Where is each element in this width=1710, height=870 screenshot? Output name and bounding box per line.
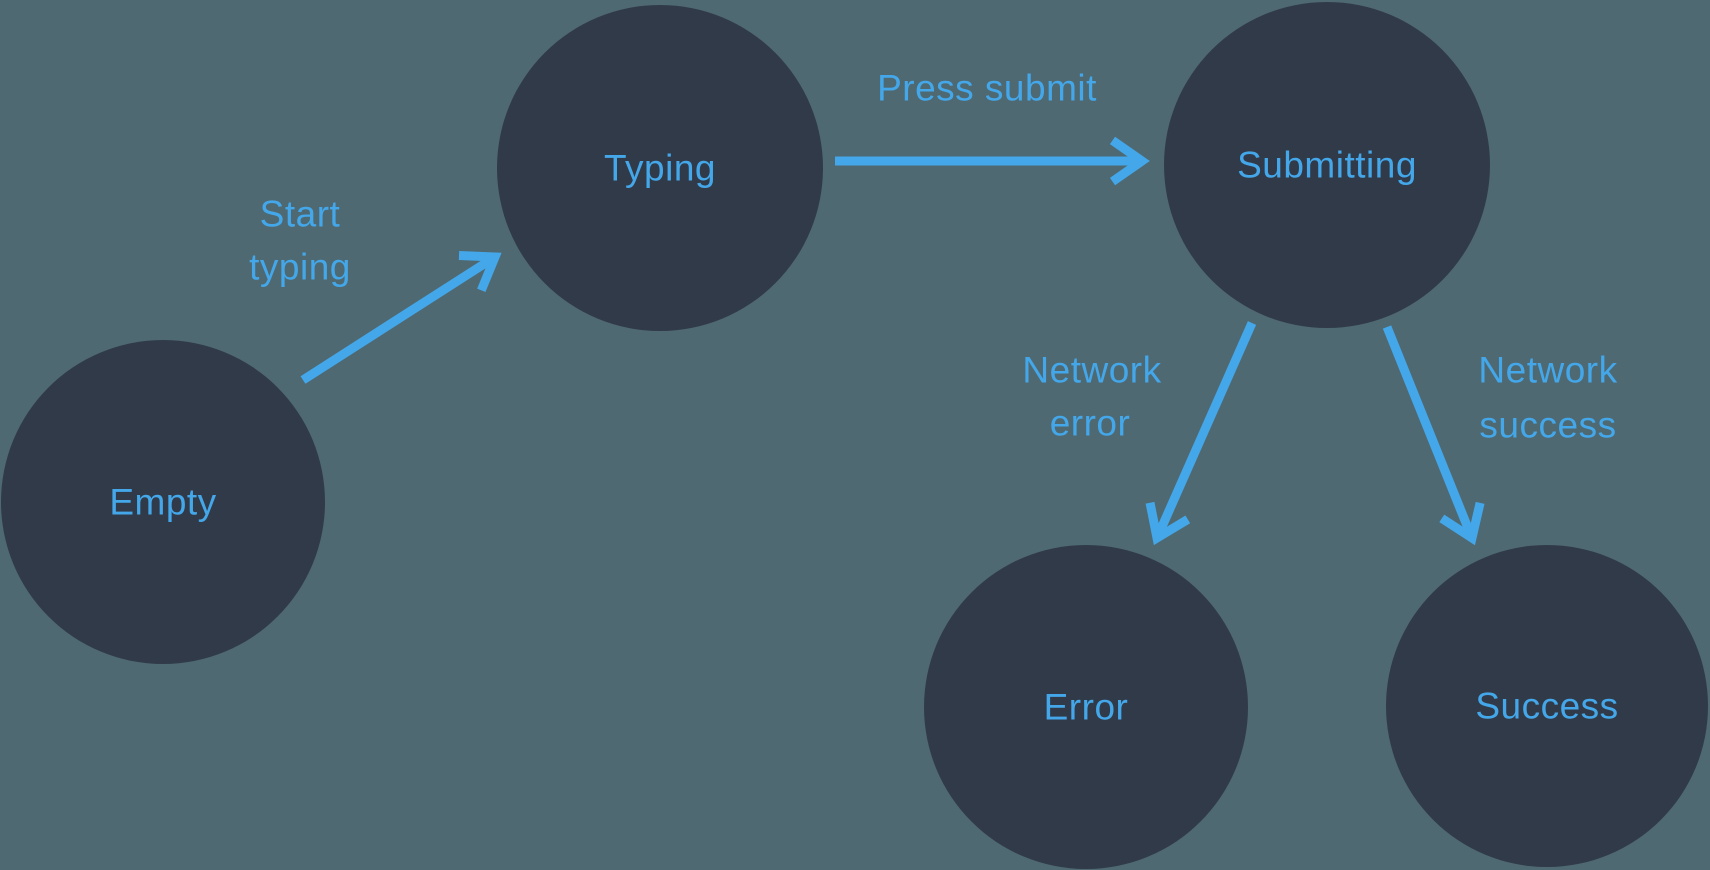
transition-arrowhead-icon: [1109, 136, 1150, 186]
state-node-label: Empty: [109, 482, 216, 523]
state-node-submitting: Submitting: [1164, 2, 1490, 328]
transition-label: Network: [1478, 350, 1617, 391]
transition-arrow-shaft: [300, 253, 498, 384]
state-node-error: Error: [924, 545, 1248, 869]
state-node-circle: [924, 545, 1248, 869]
transition-arrowhead-icon: [458, 251, 502, 293]
state-node-circle: [1386, 545, 1708, 867]
transition-label: typing: [249, 247, 351, 288]
state-node-empty: Empty: [1, 340, 325, 664]
transition-label: success: [1479, 405, 1616, 446]
transition-start-typing: Start typing: [249, 194, 502, 384]
transition-arrowhead-icon: [1145, 501, 1191, 546]
state-node-circle: [497, 5, 823, 331]
state-node-label: Typing: [604, 148, 716, 189]
state-node-circle: [1, 340, 325, 664]
transition-arrow-shaft: [1382, 325, 1477, 540]
transition-label: Press submit: [877, 68, 1097, 109]
transition-network-success: Network success: [1382, 325, 1617, 546]
transition-label: error: [1050, 403, 1131, 444]
transition-arrowhead-icon: [1439, 501, 1485, 546]
state-node-typing: Typing: [497, 5, 823, 331]
transition-label: Start: [260, 194, 341, 235]
state-node-label: Submitting: [1237, 145, 1417, 186]
state-node-label: Error: [1044, 687, 1129, 728]
transition-network-error: Network error: [1022, 321, 1257, 546]
transition-press-submit: Press submit: [835, 68, 1150, 186]
state-node-success: Success: [1386, 545, 1708, 867]
state-node-circle: [1164, 2, 1490, 328]
transition-label: Network: [1022, 350, 1161, 391]
transition-arrow-shaft: [1152, 321, 1257, 540]
state-node-label: Success: [1475, 686, 1618, 727]
